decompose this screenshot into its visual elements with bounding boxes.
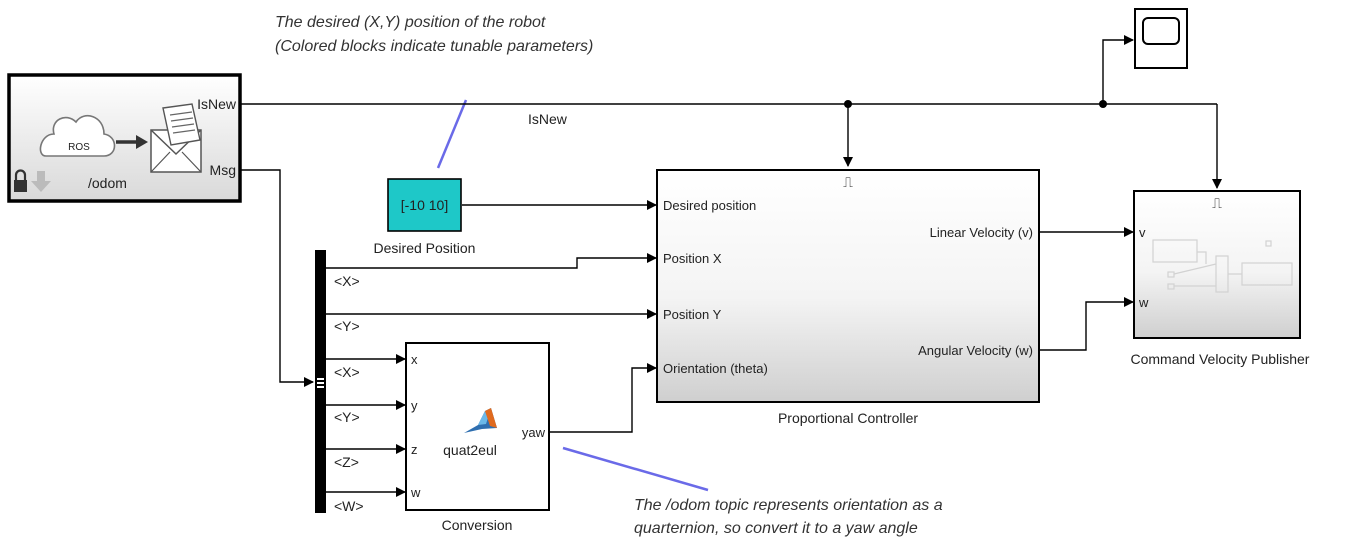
conversion-output-yaw: yaw bbox=[522, 425, 546, 440]
bus-selector-block[interactable]: <X> <Y> <X> <Y> <Z> <W> bbox=[315, 250, 364, 514]
signal-label-isnew: IsNew bbox=[528, 111, 568, 127]
annotation-bottom-line1: The /odom topic represents orientation a… bbox=[634, 497, 943, 514]
port-msg: Msg bbox=[210, 162, 236, 178]
subscriber-topic: /odom bbox=[88, 175, 127, 191]
proportional-controller-block[interactable]: ⎍ Desired position Position X Position Y… bbox=[656, 169, 1040, 426]
constant-name: Desired Position bbox=[374, 240, 476, 256]
bus-selector-mark bbox=[317, 382, 324, 384]
wire-msg-to-bus[interactable] bbox=[240, 169, 314, 387]
controller-input-orientation: Orientation (theta) bbox=[663, 361, 768, 376]
annotation-bottom-line2: quarternion, so convert it to a yaw angl… bbox=[634, 520, 918, 537]
conversion-block[interactable]: x y z w yaw quat2eul Conversion bbox=[405, 342, 550, 533]
constant-box[interactable] bbox=[387, 178, 462, 232]
conversion-name: Conversion bbox=[442, 517, 513, 533]
scope-icon bbox=[1142, 17, 1180, 45]
annotation-bottom-pointer bbox=[562, 446, 709, 492]
trigger-icon: ⎍ bbox=[843, 174, 853, 190]
wire-angular-velocity[interactable] bbox=[1039, 297, 1134, 351]
bus-output-label: <Y> bbox=[334, 409, 360, 425]
controller-input-position-x: Position X bbox=[663, 251, 722, 266]
bus-output-label: <W> bbox=[334, 498, 364, 514]
annotation-top-pointer bbox=[436, 99, 468, 169]
constant-value: [-10 10] bbox=[401, 197, 448, 213]
annotation-top-line1: The desired (X,Y) position of the robot bbox=[275, 14, 546, 31]
command-velocity-publisher-block[interactable]: ⎍ v w Command Velocity Publisher bbox=[1131, 190, 1310, 367]
conversion-input-w: w bbox=[410, 485, 421, 500]
signal-lines: IsNew bbox=[240, 35, 1222, 497]
subsystem-preview-icon bbox=[1152, 239, 1293, 293]
download-icon bbox=[31, 171, 51, 192]
bus-output-label: <X> bbox=[334, 364, 360, 380]
controller-output-angular: Angular Velocity (w) bbox=[918, 343, 1033, 358]
annotation-top: The desired (X,Y) position of the robot … bbox=[275, 14, 593, 169]
cloud-icon bbox=[39, 114, 116, 157]
wire-yaw[interactable] bbox=[549, 363, 657, 433]
desired-position-block[interactable]: [-10 10] Desired Position bbox=[374, 178, 476, 256]
annotation-top-line2: (Colored blocks indicate tunable paramet… bbox=[275, 38, 593, 55]
controller-frame[interactable] bbox=[656, 169, 1040, 403]
publisher-name: Command Velocity Publisher bbox=[1131, 351, 1310, 367]
bus-output-label: <Y> bbox=[334, 318, 360, 334]
envelope-icon bbox=[150, 103, 202, 173]
wire-isnew-to-scope[interactable] bbox=[1102, 35, 1134, 104]
bus-selector-mark bbox=[317, 378, 324, 380]
publisher-input-w: w bbox=[1138, 295, 1149, 310]
bus-output-label: <X> bbox=[334, 273, 360, 289]
conversion-input-z: z bbox=[411, 442, 418, 457]
wire-position-x[interactable] bbox=[326, 253, 657, 269]
controller-input-desired-position: Desired position bbox=[663, 198, 756, 213]
cloud-text: ROS bbox=[68, 142, 90, 153]
trigger-icon: ⎍ bbox=[1212, 195, 1222, 211]
lock-icon bbox=[14, 169, 27, 192]
controller-name: Proportional Controller bbox=[778, 410, 918, 426]
controller-output-linear: Linear Velocity (v) bbox=[930, 225, 1033, 240]
scope-block[interactable] bbox=[1134, 8, 1188, 69]
matlab-icon bbox=[464, 408, 497, 433]
bus-output-label: <Z> bbox=[334, 454, 359, 470]
bus-selector-bar[interactable] bbox=[315, 250, 326, 513]
conversion-input-y: y bbox=[411, 398, 418, 413]
bus-selector-mark bbox=[317, 386, 324, 388]
controller-input-position-y: Position Y bbox=[663, 307, 722, 322]
annotation-bottom: The /odom topic represents orientation a… bbox=[562, 446, 943, 537]
ros-subscriber-block[interactable]: ROS /odom IsNew Msg bbox=[7, 73, 242, 203]
publisher-input-v: v bbox=[1139, 225, 1146, 240]
conversion-function: quat2eul bbox=[443, 442, 497, 458]
arrow-icon-head bbox=[136, 135, 148, 149]
port-isnew: IsNew bbox=[197, 96, 237, 112]
conversion-input-x: x bbox=[411, 352, 418, 367]
publisher-frame[interactable] bbox=[1133, 190, 1301, 339]
